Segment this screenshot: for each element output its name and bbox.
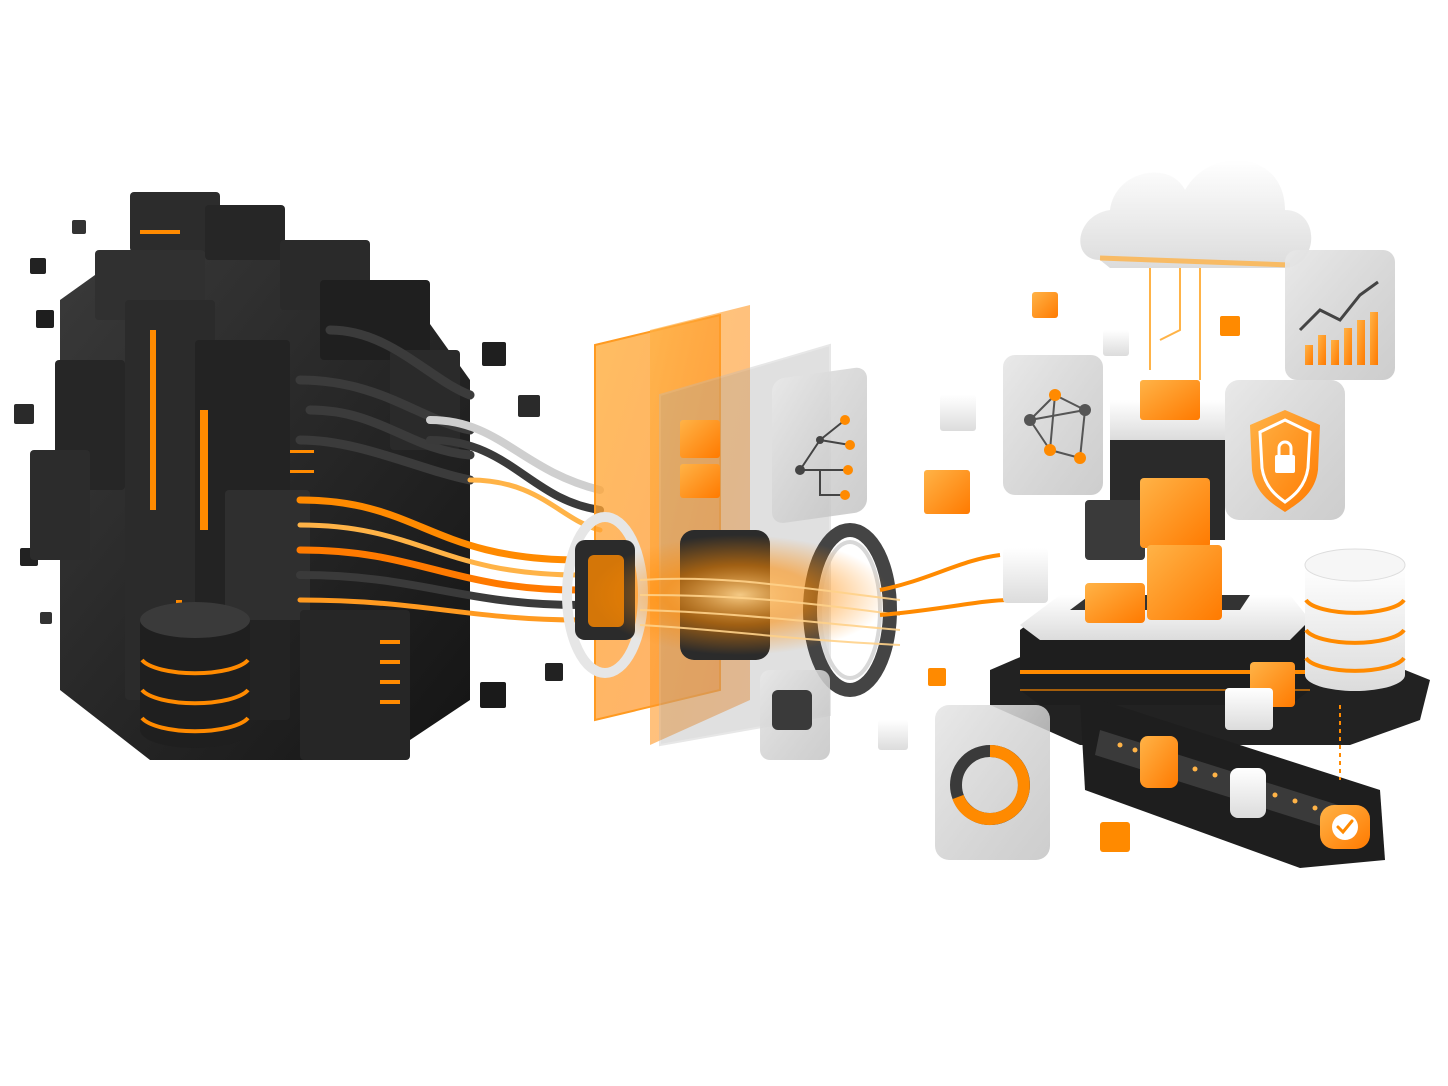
network-graph-icon	[1003, 355, 1103, 495]
shield-lock-icon	[1225, 380, 1345, 520]
cloud-icon	[1080, 160, 1312, 380]
database-icon	[140, 602, 250, 748]
cube-icon	[940, 395, 976, 431]
donut-chart-icon	[935, 705, 1050, 860]
server-rack-icon	[14, 192, 563, 760]
cube-icon	[1003, 478, 1295, 730]
conveyor-belt-icon	[1080, 700, 1385, 868]
network-graph-icon	[772, 367, 867, 523]
bar-chart-icon	[1285, 250, 1395, 380]
database-icon	[1304, 548, 1406, 691]
checkmark-icon	[1320, 805, 1370, 849]
